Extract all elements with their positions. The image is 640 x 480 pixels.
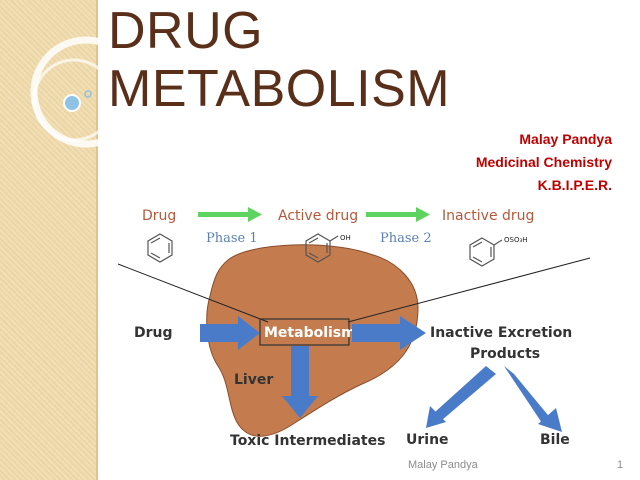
benzene-ring-inactive-drug <box>469 237 503 267</box>
drug-input-arrow <box>200 316 260 350</box>
liver-label: Liver <box>234 372 273 388</box>
slide-title: DRUG METABOLISM <box>108 2 450 118</box>
decorative-side-band <box>0 0 96 480</box>
author-block: Malay Pandya Medicinal Chemistry K.B.I.P… <box>476 128 612 197</box>
subject-name: Medicinal Chemistry <box>475 154 612 170</box>
toxic-intermediates-label: Toxic Intermediates <box>230 433 385 449</box>
inactive-excretion-label: Inactive Excretion <box>430 325 572 341</box>
circle-decoration <box>30 36 120 148</box>
title-line-1: DRUG <box>108 2 264 60</box>
phase1-arrow <box>198 207 262 222</box>
drug-input-label: Drug <box>134 325 173 341</box>
products-label: Products <box>470 346 540 362</box>
bile-arrow <box>504 366 562 432</box>
bile-label: Bile <box>540 432 570 448</box>
phase1-label: Phase 1 <box>206 231 258 246</box>
page-number: 1 <box>617 459 624 471</box>
benzene-ring-active-drug <box>305 233 339 263</box>
metabolism-label: Metabolism <box>264 325 356 341</box>
excretion-arrow <box>352 316 426 350</box>
urine-label: Urine <box>406 432 449 448</box>
oh-group-label: OH <box>340 234 351 242</box>
diagram-line-left <box>117 263 269 323</box>
top-drug-label: Drug <box>142 208 176 224</box>
metabolism-diagram: Drug Active drug Inactive drug Phase 1 P… <box>117 207 591 449</box>
benzene-ring-drug <box>147 233 173 263</box>
institute-name: K.B.I.P.E.R. <box>537 177 612 193</box>
phase2-label: Phase 2 <box>380 231 432 246</box>
author-name: Malay Pandya <box>519 131 612 147</box>
diagram-line-right <box>347 257 591 323</box>
footer-author: Malay Pandya <box>408 459 478 471</box>
toxic-arrow <box>282 346 318 418</box>
urine-arrow <box>426 366 496 428</box>
phase2-arrow <box>366 207 430 222</box>
metabolism-box <box>259 318 350 346</box>
side-band-edge <box>96 0 98 480</box>
oso3h-group-label: OSO₃H <box>504 236 528 244</box>
inactive-drug-label: Inactive drug <box>442 208 534 224</box>
active-drug-label: Active drug <box>278 208 358 224</box>
title-line-2: METABOLISM <box>108 60 451 118</box>
